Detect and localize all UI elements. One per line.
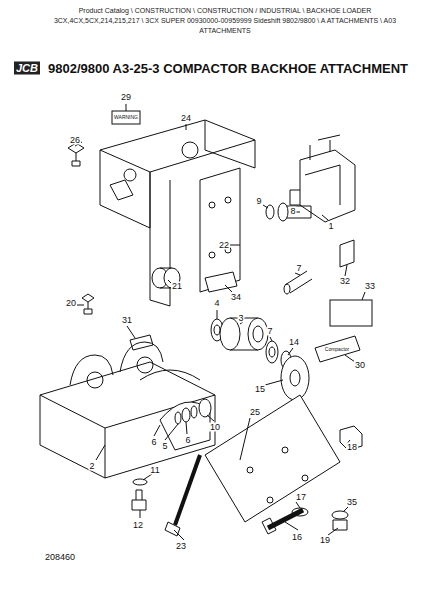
callout-number: 32 [339,277,351,286]
diagram-title: 9802/9800 A3-25-3 COMPACTOR BACKHOE ATTA… [48,61,408,76]
callout-number: 16 [291,533,303,542]
callout-number: 14 [288,338,300,347]
catalog-path: 3CX,4CX,5CX,214,215,217 \ 3CX SUPER 0093… [54,17,396,24]
callout-number: 2 [88,462,95,471]
decal-text: JCB [14,62,40,75]
callout-number: 5 [161,442,168,451]
callout-number: 4 [213,299,220,308]
callout-number: 19 [319,536,331,545]
callout-number: 31 [121,316,133,325]
decal-text: Compactor [325,347,349,352]
callout-number: 17 [295,493,307,502]
callout-number: 20 [65,299,77,308]
callout-number: 34 [230,293,242,302]
decal-text: WARNING [114,115,138,120]
callout-number: 33 [364,282,376,291]
callout-number: 8 [289,207,296,216]
callout-number: 6 [150,438,157,447]
callout-number: 29 [120,93,132,102]
callout-number: 208460 [44,553,76,562]
callout-number: 12 [132,521,144,530]
catalog-path: Product Catalog \ CONSTRUCTION \ CONSTRU… [79,7,372,14]
callout-number: 3 [237,314,244,323]
callout-number: 25 [249,408,261,417]
callout-number: 15 [254,385,266,394]
callout-number: 6 [184,436,191,445]
callout-number: 35 [346,498,358,507]
callout-number: 26 [69,136,81,145]
callout-number: 11 [149,466,160,475]
callout-number: 24 [180,114,192,123]
callout-number: 30 [354,361,366,370]
callout-number: 23 [175,542,187,551]
callout-number: 7 [295,264,302,273]
callout-number: 21 [171,282,183,291]
callout-number: 18 [346,443,358,452]
callout-number: 10 [209,423,221,432]
callout-number: 1 [327,222,334,231]
callout-number: 7 [266,327,273,336]
callout-number: 9 [255,197,262,206]
catalog-path: ATTACHMENTS [199,27,250,34]
callout-number: 22 [218,241,230,250]
